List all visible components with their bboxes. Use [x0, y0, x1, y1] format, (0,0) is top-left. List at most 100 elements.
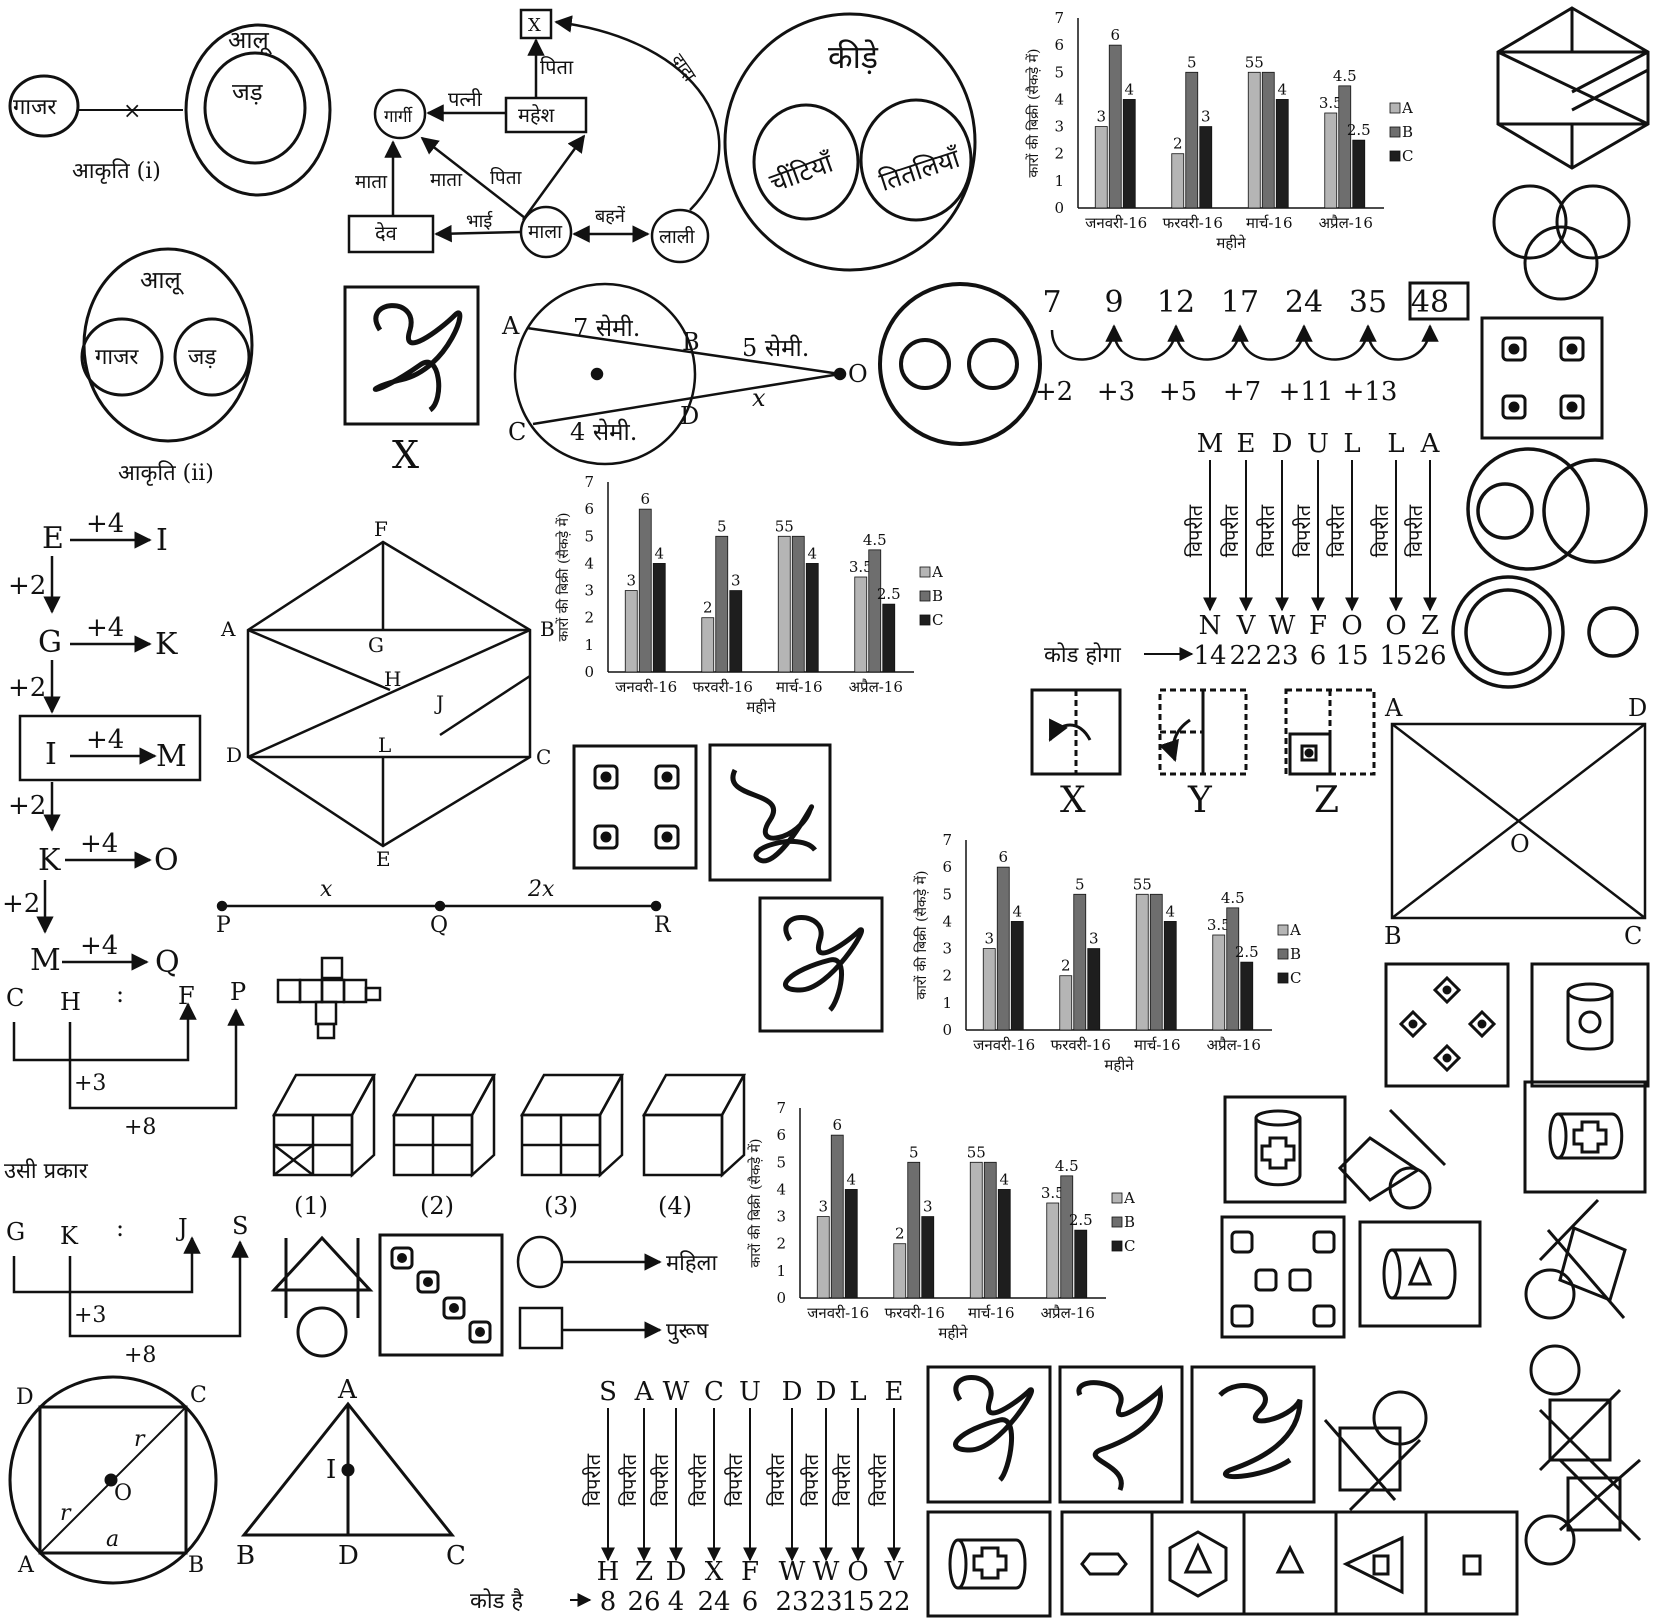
y-tick-label: 6 [776, 1126, 786, 1144]
root-circle [205, 53, 305, 163]
bracket-plus3 [14, 1238, 192, 1292]
family-mahesh: महेश [518, 103, 555, 127]
code-result: O [1341, 611, 1362, 641]
circle-with-two-circles [880, 284, 1040, 444]
fold-x-arrow [1050, 725, 1090, 740]
code-letter: D [816, 1377, 837, 1407]
y-tick-label: 2 [1054, 145, 1064, 163]
bar-C [1164, 921, 1176, 1030]
code-number: 8 [600, 1587, 617, 1617]
seq-e: E [42, 521, 64, 556]
diamond-dot-square [1386, 964, 1508, 1086]
circle [298, 1308, 346, 1356]
y-tick-label: 1 [584, 636, 594, 654]
legend-label: A [931, 563, 943, 581]
dot [451, 1305, 458, 1312]
code-number: 15 [841, 1587, 874, 1617]
bar-B [1150, 894, 1162, 1030]
data-label: 2.5 [1069, 1211, 1093, 1229]
code-number: 23 [1265, 641, 1298, 671]
y-tick-label: 5 [776, 1153, 786, 1171]
code-result: W [779, 1557, 806, 1587]
bar-A [702, 618, 714, 672]
y-tick-label: 5 [584, 527, 594, 545]
bar-C [922, 1217, 934, 1298]
hexagon-abcdef [248, 542, 530, 846]
data-label: 55 [775, 517, 794, 535]
data-label: 4.5 [1221, 889, 1245, 907]
squiggle-frame [345, 287, 478, 424]
legend-label: C [1124, 1237, 1135, 1255]
seq-k-2: K [38, 843, 61, 878]
pqr-2x: 2x [527, 877, 555, 902]
sqc-r1: r [134, 1427, 146, 1452]
line-segment-pqr [218, 902, 660, 910]
bar-B [716, 536, 728, 672]
y-tick-label: 4 [584, 554, 594, 572]
insects-title: कीड़े [828, 38, 879, 76]
overlap-4-line [1325, 1420, 1395, 1500]
bar-B [1074, 894, 1086, 1030]
opposite-label: विपरीत [1255, 504, 1279, 557]
code-result: Z [1421, 611, 1439, 641]
code-table-1: MविपरीतN14EविपरीतV22DविपरीतW23UविपरीतF6L… [1044, 429, 1447, 671]
six-dot-box [1222, 1217, 1344, 1337]
cube-option-4 [644, 1075, 744, 1175]
cube-options [274, 1075, 744, 1175]
data-label: 55 [1245, 53, 1264, 71]
bar-B [1109, 45, 1121, 208]
dot [1510, 345, 1518, 353]
three-circles [1494, 186, 1629, 299]
series-arc [1240, 326, 1304, 360]
cube-side [722, 1075, 744, 1175]
seq-plus4-4: +4 [80, 829, 118, 859]
bar-chart-4: 01234567364जनवरी-16253फरवरी-16554मार्च-1… [747, 1099, 1135, 1342]
bar-B [639, 509, 651, 672]
data-label: 5 [1075, 875, 1085, 893]
brother-arrow [436, 232, 520, 234]
legend-label: C [1402, 147, 1413, 165]
series-term: 9 [1104, 285, 1123, 320]
number-series: 791217243548+2+3+5+7+11+13 [1035, 285, 1449, 407]
legend-swatch [920, 615, 930, 625]
line-jc [440, 676, 530, 735]
y-tick-label: 7 [776, 1099, 786, 1117]
x-tick-label: अप्रैल-16 [1041, 1304, 1095, 1322]
cube-side [600, 1075, 622, 1175]
net-face-bottom [316, 1002, 336, 1024]
fold-label-x: X [1060, 780, 1086, 821]
legend-label: A [1401, 99, 1413, 117]
circle-geo-a: A [501, 312, 520, 340]
rect-c: C [1624, 922, 1642, 950]
bar-A [1248, 72, 1260, 208]
dot-cell [1232, 1232, 1252, 1252]
y-tick-label: 3 [584, 582, 594, 600]
code-number: 6 [1310, 641, 1327, 671]
code-letter: C [704, 1377, 724, 1407]
code-letter: E [885, 1377, 904, 1407]
overlap-2-square [1560, 1228, 1625, 1300]
analogy-j: J [175, 1214, 188, 1242]
dot [1444, 987, 1450, 993]
y-tick-label: 4 [1054, 90, 1064, 108]
opposite-label: विपरीत [1369, 504, 1393, 557]
dot [663, 773, 671, 781]
opposite-label: विपरीत [831, 1453, 855, 1506]
data-label: 3 [731, 572, 741, 590]
cube-opt-label-1: (1) [294, 1192, 328, 1220]
y-tick-label: 7 [942, 831, 952, 849]
y-tick-label: 0 [942, 1021, 952, 1039]
cylinder-cross-box-3 [928, 1512, 1050, 1616]
x-axis-label: महीने [1216, 234, 1246, 252]
center-dot [592, 369, 602, 379]
circle-geo-c: C [508, 418, 526, 446]
family-wife: पत्नी [448, 87, 483, 111]
rect-o: O [1510, 830, 1530, 858]
circle-geo-ab: 7 सेमी. [573, 314, 640, 342]
family-dev: देव [375, 221, 398, 245]
series-term: 35 [1349, 285, 1387, 320]
code-letter: S [599, 1377, 617, 1407]
analogy-p3-1: +3 [74, 1071, 106, 1096]
gender-legend [518, 1237, 660, 1348]
net-face [300, 980, 322, 1002]
